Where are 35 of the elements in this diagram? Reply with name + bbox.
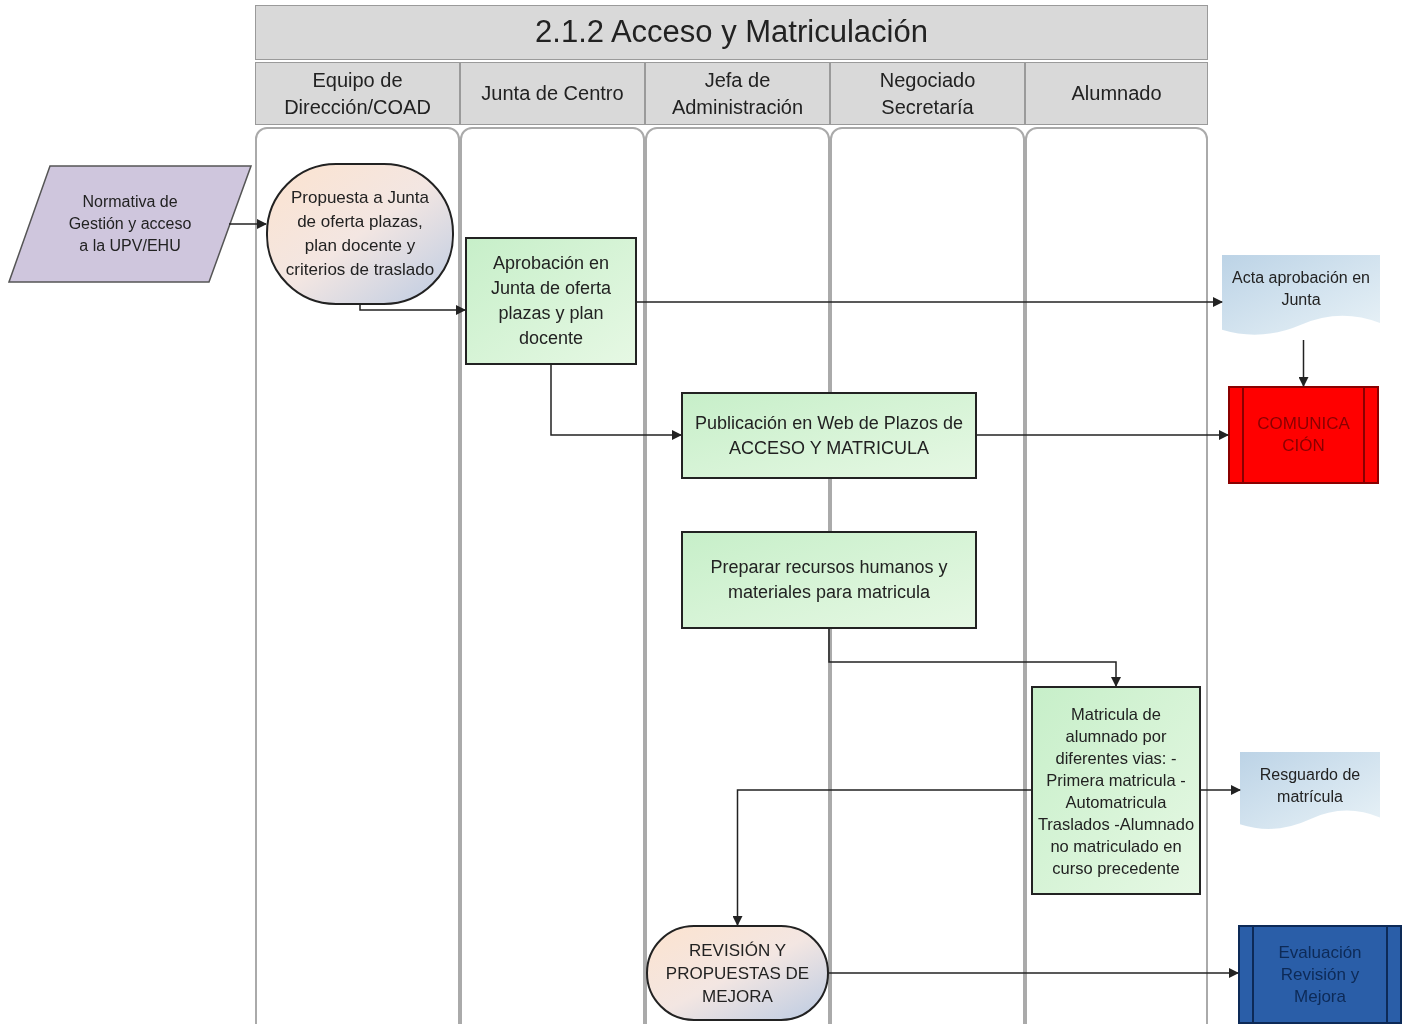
process-box <box>681 392 977 479</box>
arrow <box>359 304 466 315</box>
node-text: Acta aprobación en Junta <box>1232 269 1370 308</box>
node-text: Aprobación en Junta de oferta plazas y plan docente <box>489 252 613 350</box>
node-text: COMUNICACIÓN <box>1257 414 1350 455</box>
arrow <box>828 628 1121 687</box>
predefined-process-box <box>1238 925 1402 1024</box>
node-text: Resguardo de matrícula <box>1259 766 1361 805</box>
predefined-process-box <box>1228 386 1379 484</box>
lane-header: Equipo de Dirección/COAD <box>255 62 460 125</box>
node-text: Normativa de Gestión y acceso a la UPV/EHU <box>68 193 192 254</box>
arrow <box>828 968 1239 978</box>
process-box <box>681 531 977 629</box>
arrow <box>976 430 1229 440</box>
node-text: Evaluación Revisión y Mejora <box>1278 942 1362 1006</box>
arrow <box>732 789 1032 926</box>
lane-header: Junta de Centro <box>460 62 645 125</box>
node-text: REVISIÓN Y PROPUESTAS DE MEJORA <box>664 939 811 1008</box>
node-text: Matricula de alumnado por diferentes vias: -Primera matricula -Automatricula Traslados -Alumnado no matriculado en curso precedente <box>1037 703 1195 879</box>
process-box <box>1031 686 1201 895</box>
node-text: Publicación en Web de Plazos de ACCESO Y MATRICULA <box>694 411 964 460</box>
lane-header: Alumnado <box>1025 62 1208 125</box>
arrow <box>1298 339 1309 387</box>
node-text: Propuesta a Junta de oferta plazas, plan docente y criterios de traslado <box>284 187 436 281</box>
arrow <box>636 297 1223 307</box>
lane-header: Jefa de Administración <box>645 62 830 125</box>
arrow <box>1200 785 1241 795</box>
arrow <box>550 364 682 440</box>
terminator-shape <box>646 925 829 1021</box>
input-parallelogram <box>8 165 252 283</box>
node-text: Preparar recursos humanos y materiales para matricula <box>709 556 949 604</box>
arrow <box>228 219 267 229</box>
process-box <box>465 237 637 365</box>
diagram-title: 2.1.2 Acceso y Matriculación <box>255 5 1208 60</box>
lane-header: Negociado Secretaría <box>830 62 1025 125</box>
